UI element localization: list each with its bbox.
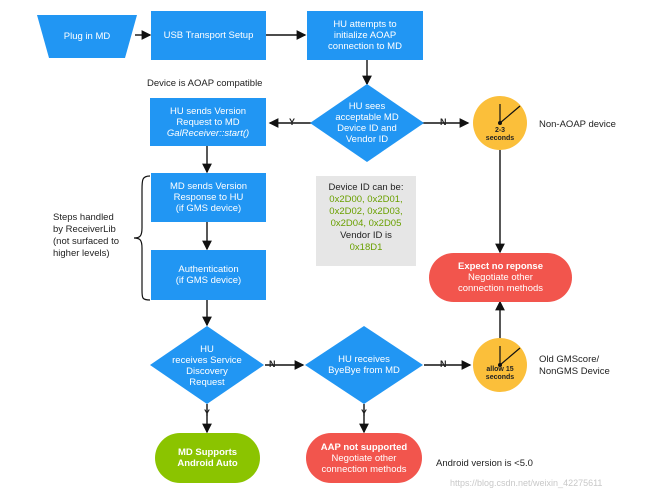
no-label-2: N — [269, 359, 276, 369]
android-version-label: Android version is <5.0 — [436, 458, 533, 469]
hu-attempts-node: HU attempts to initialize AOAP connectio… — [307, 11, 423, 60]
byebye-text: HU receives ByeBye from MD — [328, 354, 400, 376]
hu-sees-text: HU sees acceptable MD Device ID and Vend… — [335, 101, 399, 145]
timer-1-text: 2-3 seconds — [485, 127, 515, 142]
version-response-node: MD sends Version Response to HU (if GMS … — [151, 173, 266, 222]
yes-label-1: Y — [289, 117, 296, 127]
aap-not-supported-node: AAP not supported Negotiate other connec… — [306, 433, 422, 483]
old-gmscore-label: Old GMScore/ NonGMS Device — [539, 354, 610, 377]
md-supports-node: MD Supports Android Auto — [155, 433, 260, 483]
service-discovery-diamond — [150, 326, 264, 404]
yes-label-2: Y — [204, 408, 211, 418]
plug-in-node: Plug in MD — [49, 15, 125, 58]
byebye-diamond — [305, 326, 423, 404]
vendor-id-heading: Vendor ID is — [340, 230, 392, 241]
plug-in-label: Plug in MD — [63, 31, 111, 42]
timer-2-text: allow 15 seconds — [485, 366, 515, 381]
aoap-compatible-label: Device is AOAP compatible — [147, 78, 263, 89]
usb-setup-node: USB Transport Setup — [151, 11, 266, 60]
receiverlib-brace — [133, 175, 151, 301]
version-request-node: HU sends Version Request to MD GalReceiv… — [150, 98, 266, 146]
vendor-id-value: 0x18D1 — [349, 242, 383, 253]
yes-label-3: Y — [361, 408, 368, 418]
service-discovery-text: HU receives Service Discovery Request — [172, 344, 242, 388]
device-id-info-box: Device ID can be: 0x2D00, 0x2D01, 0x2D02… — [316, 176, 416, 266]
no-label-3: N — [440, 359, 447, 369]
galreceiver-start-call: GalReceiver::start() — [166, 127, 250, 139]
device-id-heading: Device ID can be: — [328, 182, 404, 193]
usb-setup-label: USB Transport Setup — [163, 30, 254, 41]
hu-sees-diamond — [310, 84, 424, 162]
no-label-1: N — [440, 117, 447, 127]
non-aoap-label: Non-AOAP device — [539, 119, 616, 130]
plug-in-shape — [37, 15, 137, 58]
watermark-text: https://blog.csdn.net/weixin_42275611 — [450, 478, 603, 488]
authentication-node: Authentication (if GMS device) — [151, 250, 266, 300]
steps-handled-label: Steps handled by ReceiverLib (not surfac… — [53, 212, 120, 259]
expect-no-response-node: Expect no reponse Negotiate other connec… — [429, 253, 572, 302]
